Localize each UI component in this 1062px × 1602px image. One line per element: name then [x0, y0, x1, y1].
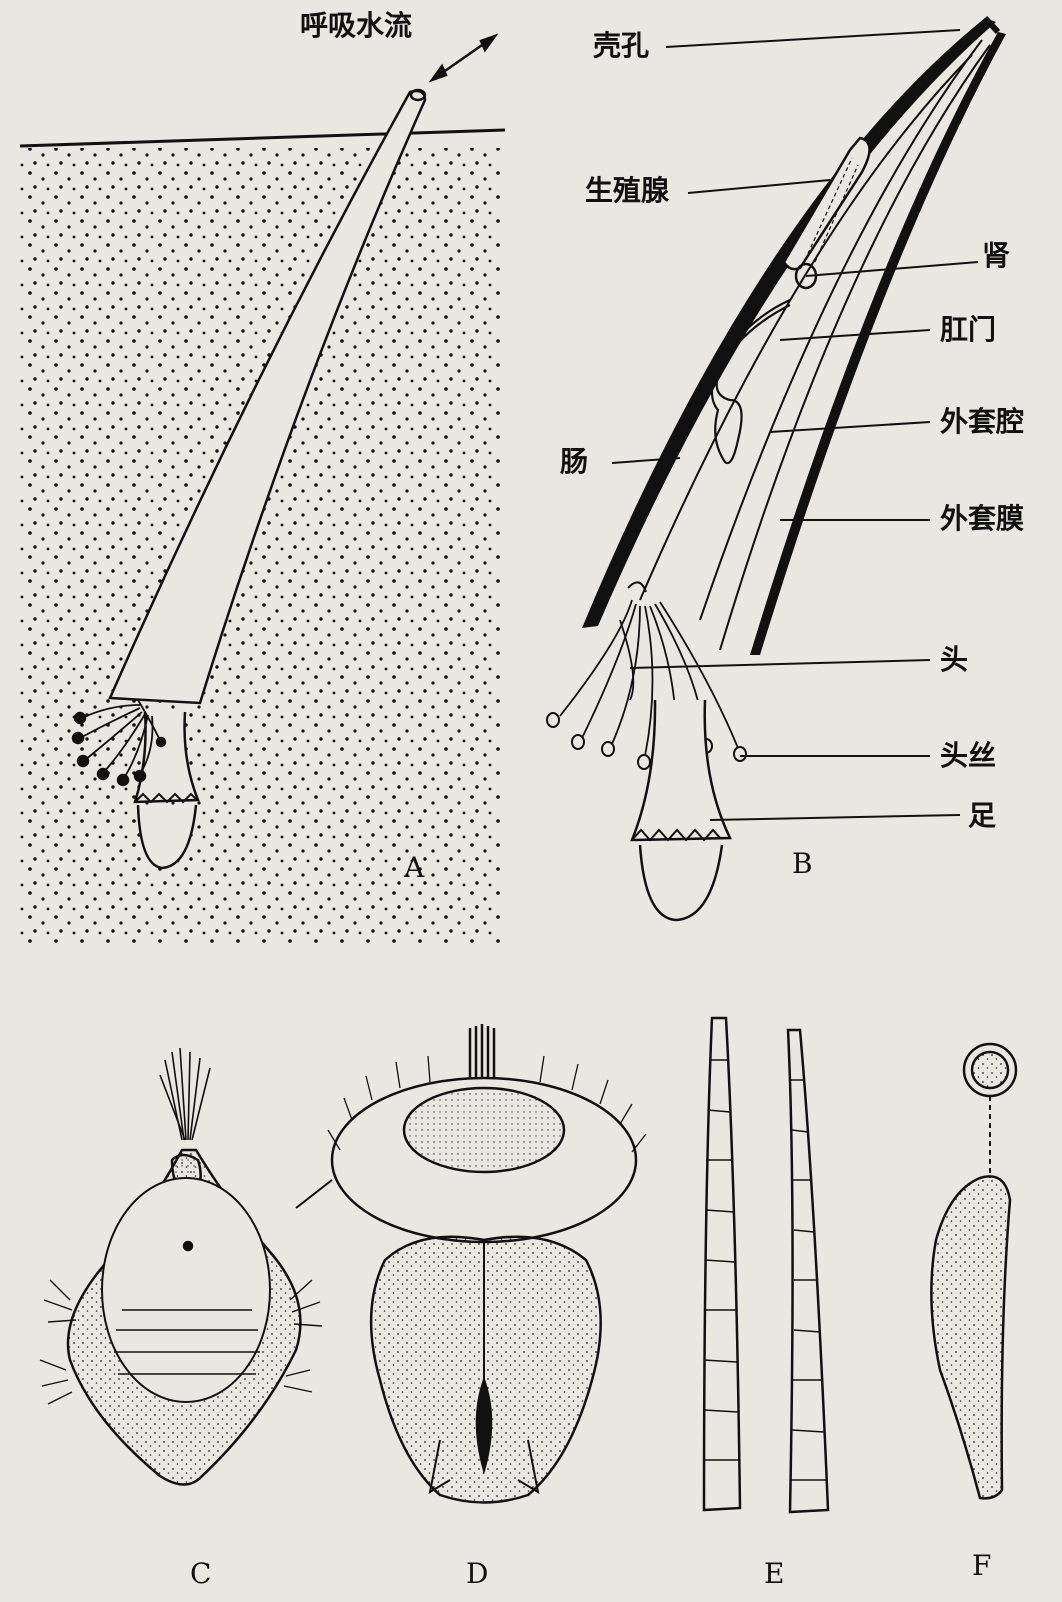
panel-d-drawing: [295, 1024, 647, 1504]
panel-c-drawing: [39, 1047, 323, 1486]
label-mantle: 外套膜: [940, 502, 1025, 535]
panel-label-c: C: [190, 1557, 212, 1590]
label-foot: 足: [968, 799, 997, 832]
label-kidney: 肾: [982, 239, 1011, 272]
label-water-flow: 呼吸水流: [300, 9, 413, 42]
panel-label-e: E: [764, 1557, 785, 1590]
panel-f-drawing: [930, 1042, 1018, 1500]
panel-label-f: F: [972, 1549, 992, 1582]
panel-a-drawing: [19, 33, 506, 943]
panel-label-a: A: [404, 851, 425, 884]
label-head: 头: [940, 643, 969, 676]
panel-e-drawing: [702, 1016, 830, 1514]
label-mantle-cavity: 外套腔: [940, 405, 1025, 438]
label-captacula: 头丝: [940, 739, 997, 772]
label-gonad: 生殖腺: [585, 174, 670, 207]
panel-b-drawing: [546, 15, 1006, 922]
panel-label-b: B: [792, 847, 813, 880]
panel-label-d: D: [466, 1557, 489, 1590]
label-shell-pore: 壳孔: [593, 29, 650, 62]
label-anus: 肛门: [940, 313, 997, 346]
label-intestine: 肠: [560, 445, 589, 478]
